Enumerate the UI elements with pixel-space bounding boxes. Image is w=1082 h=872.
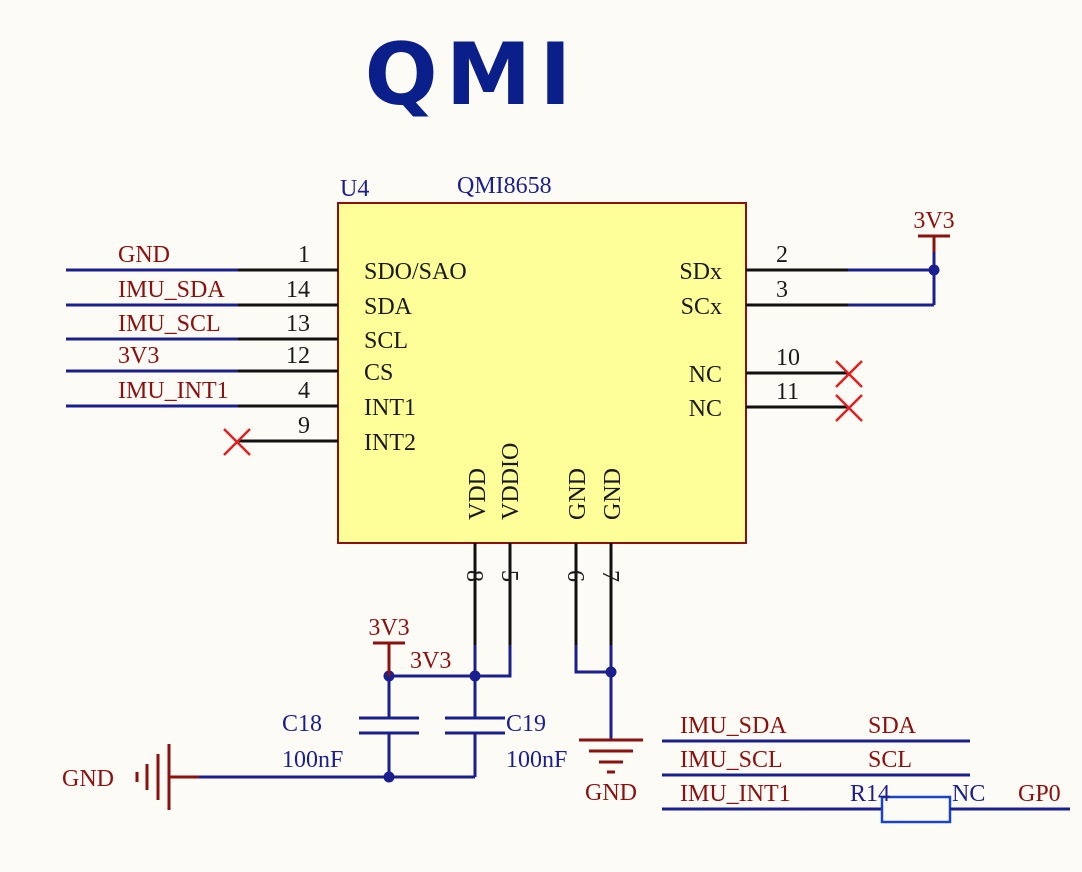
- net-label-left-12: 3V3: [118, 343, 159, 369]
- power-symbol-3v3: [918, 234, 950, 252]
- net-label-left-1: GND: [118, 242, 170, 268]
- junction-dot: [928, 264, 940, 276]
- net-label-imu-scl: IMU_SCL: [680, 747, 783, 773]
- wire-vdd-join: [473, 645, 512, 678]
- pin-number-8: 8: [461, 570, 487, 582]
- no-connect-icon: [835, 394, 863, 422]
- pin-name-2: SDx: [679, 259, 722, 285]
- no-connect-icon: [223, 428, 251, 456]
- pin-number-6: 6: [562, 570, 588, 582]
- net-label-scl: SCL: [868, 747, 912, 773]
- pin-name-8: VDD: [465, 468, 491, 520]
- pin-number-5: 5: [496, 570, 522, 582]
- pin-name-9: INT2: [364, 430, 416, 456]
- power-label-3v3: 3V3: [913, 208, 954, 234]
- wire-chip-gnd: [574, 645, 613, 740]
- cap-value-c18: 100nF: [282, 747, 343, 773]
- pin-name-14: SDA: [364, 294, 413, 320]
- cap-ref-c18: C18: [282, 711, 322, 737]
- pin-name-1: SDO/SAO: [364, 259, 467, 285]
- resistor-value-r14: NC: [952, 781, 985, 807]
- pin-number-11: 11: [776, 379, 799, 405]
- chip-part-number: QMI8658: [457, 173, 552, 199]
- pin-name-13: SCL: [364, 328, 408, 354]
- net-label-gp0: GP0: [1018, 781, 1061, 807]
- pin-number-14: 14: [286, 277, 310, 303]
- net-mapping: IMU_SDA SDA IMU_SCL SCL IMU_INT1 R14 NC …: [662, 713, 1070, 824]
- power-label-3v3-cap: 3V3: [368, 615, 409, 641]
- pin-name-11: NC: [689, 396, 722, 422]
- pin-name-10: NC: [689, 362, 722, 388]
- right-pin-group: 2 SDx 3 SCx 10 NC 11 NC 3V3: [679, 208, 954, 422]
- page-title: QMI: [365, 25, 580, 125]
- cap-value-c19: 100nF: [506, 747, 567, 773]
- pin-number-12: 12: [286, 343, 310, 369]
- pin-name-6: GND: [565, 468, 591, 520]
- capacitor-c19[interactable]: [445, 716, 505, 735]
- pin-name-4: INT1: [364, 395, 416, 421]
- ground-icon: [135, 744, 199, 810]
- pin-number-7: 7: [597, 570, 623, 582]
- junction-dot: [383, 771, 395, 783]
- pin-number-9: 9: [298, 413, 310, 439]
- pin-number-1: 1: [298, 242, 310, 268]
- pin-name-3: SCx: [681, 294, 722, 320]
- pin-number-3: 3: [776, 277, 788, 303]
- pin-number-13: 13: [286, 311, 310, 337]
- resistor-r14[interactable]: [880, 795, 952, 824]
- net-label-left-13: IMU_SCL: [118, 311, 221, 337]
- pin-name-7: GND: [600, 468, 626, 520]
- ground-label-left: GND: [62, 766, 114, 792]
- cap-ref-c19: C19: [506, 711, 546, 737]
- power-symbol-3v3: [373, 641, 405, 676]
- pin-number-4: 4: [298, 378, 310, 404]
- pin-name-5: VDDIO: [498, 443, 524, 520]
- net-label-sda: SDA: [868, 713, 917, 739]
- capacitor-c18[interactable]: [359, 716, 419, 735]
- left-pin-group: GND 1 SDO/SAO IMU_SDA 14 SDA IMU_SCL 13 …: [66, 242, 467, 456]
- pin-number-10: 10: [776, 345, 800, 371]
- pin-number-2: 2: [776, 242, 788, 268]
- net-label-imu-sda: IMU_SDA: [680, 713, 787, 739]
- net-label-imu-int1: IMU_INT1: [680, 781, 791, 807]
- chip-body[interactable]: [337, 202, 747, 544]
- decoupling-network: 3V3 3V3 C18 100nF C19 100nF GND: [62, 615, 643, 810]
- no-connect-icon: [835, 360, 863, 388]
- junction-dot: [605, 666, 617, 678]
- pin-name-12: CS: [364, 360, 393, 386]
- chip-designator: U4: [340, 176, 369, 202]
- net-label-3v3-vdd: 3V3: [410, 648, 451, 674]
- net-label-left-14: IMU_SDA: [118, 277, 225, 303]
- ground-label-bottom: GND: [585, 780, 637, 806]
- net-label-left-4: IMU_INT1: [118, 378, 229, 404]
- resistor-ref-r14: R14: [850, 781, 890, 807]
- ground-icon: [579, 738, 643, 774]
- bottom-pin-group: VDD VDDIO GND GND 8 5 6 7: [461, 443, 626, 645]
